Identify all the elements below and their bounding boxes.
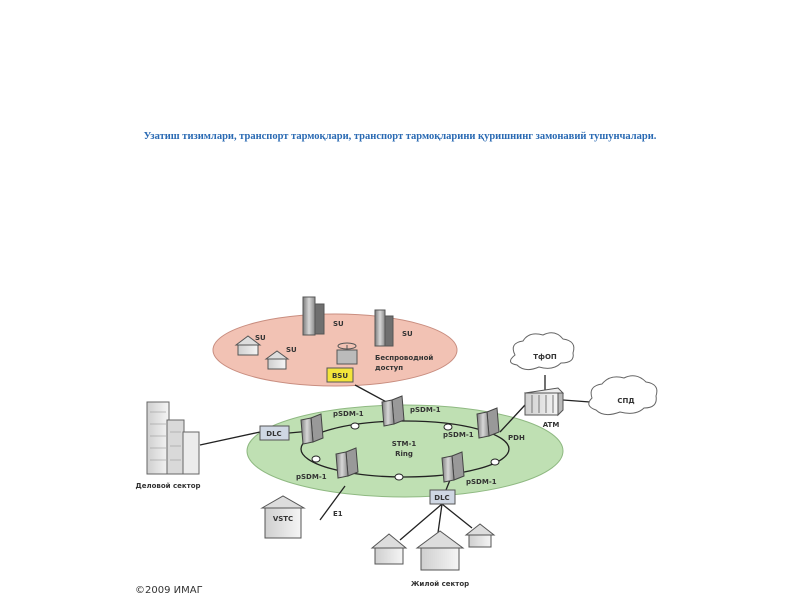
bsu-box: [326, 367, 354, 383]
dlc-label-bottom: DLC: [434, 494, 449, 502]
mux-bottom-right: [441, 451, 465, 483]
wireless-label-2: доступ: [375, 364, 403, 372]
stm-ring: [300, 420, 510, 478]
links: [199, 375, 591, 541]
antenna-icon: [336, 342, 358, 365]
tfop-cloud: ТфОП: [510, 332, 575, 371]
stm-label-2: Ring: [395, 450, 413, 458]
bsu-label: BSU: [332, 372, 348, 380]
su-label-left: SU: [255, 334, 266, 342]
vstc-house: [260, 495, 306, 539]
psdm-label-5: pSDM-1: [466, 478, 497, 486]
psdm-label-1: pSDM-1: [333, 410, 364, 418]
mux-left: [300, 413, 324, 445]
pdh-label: PDH: [508, 434, 525, 442]
mux-right: [476, 407, 500, 439]
page-title: Узатиш тизимлари, транспорт тармоқлари, …: [143, 131, 657, 142]
tfop-label: ТфОП: [533, 353, 557, 361]
psdm-label-4: pSDM-1: [296, 473, 327, 481]
wireless-label-1: Беспроводной: [375, 354, 433, 362]
house-3: [464, 523, 496, 548]
dlc-box-bottom: [429, 489, 456, 505]
atm-label: ATM: [543, 421, 560, 429]
e1-label: E1: [333, 510, 343, 518]
residential-label: Жилой сектор: [411, 580, 469, 588]
copyright-text: ©2009 ИМАГ: [135, 585, 203, 596]
su-label-center: SU: [333, 320, 344, 328]
dlc-box-left: [259, 425, 290, 441]
mux-bottom-left: [335, 447, 359, 479]
ring-nodes: [311, 422, 500, 481]
psdm-label-3: pSDM-1: [443, 431, 474, 439]
su-tower-right: [374, 309, 394, 347]
su-house-left: [234, 335, 262, 356]
su-label-right: SU: [402, 330, 413, 338]
su-house-mid: [264, 350, 290, 370]
sld-cloud: СПД: [588, 375, 658, 416]
psdm-label-2: pSDM-1: [410, 406, 441, 414]
stm-label-1: STM-1: [392, 440, 417, 448]
business-buildings: [146, 401, 200, 475]
atm-switch: ATM: [523, 387, 565, 429]
vstc-label: VSTC: [273, 515, 293, 523]
house-2: [415, 530, 465, 571]
business-label: Деловой сектор: [135, 482, 200, 490]
mux-top: [381, 395, 405, 427]
dlc-label-left: DLC: [266, 430, 281, 438]
su-tower-center: [302, 296, 325, 336]
house-1: [370, 533, 408, 565]
su-label-mid: SU: [286, 346, 297, 354]
sld-label: СПД: [617, 397, 634, 405]
